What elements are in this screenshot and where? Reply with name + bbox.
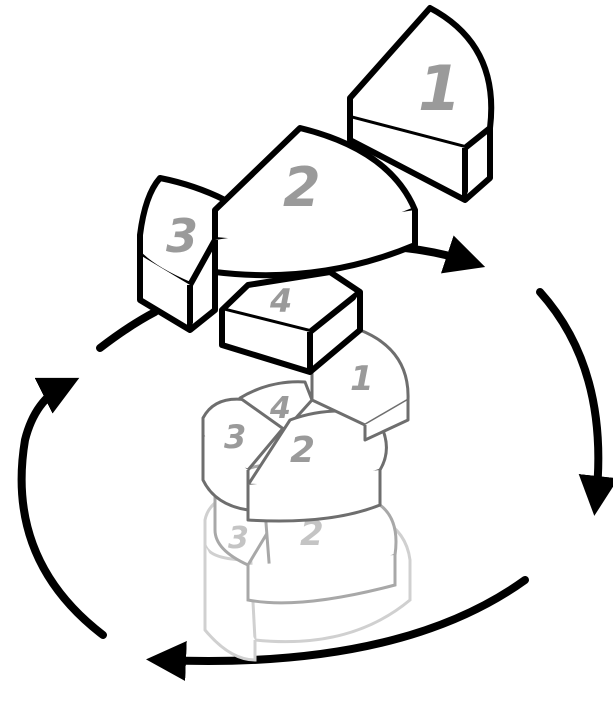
arrow-top-right (405, 248, 470, 262)
arrow-right (540, 292, 598, 500)
top-label-4: 4 (269, 282, 292, 320)
mid-label-2: 2 (290, 430, 315, 471)
mid-label-1: 1 (350, 359, 374, 399)
top-label-2: 2 (283, 156, 321, 219)
top-label-1: 1 (418, 52, 461, 125)
arrow-top-left (100, 312, 155, 348)
top-layer: 1 2 3 4 (140, 8, 491, 372)
low-label-3: 3 (228, 521, 249, 556)
mid-label-3: 3 (224, 418, 246, 456)
top-label-3: 3 (166, 209, 198, 263)
mid-label-4: 4 (269, 391, 291, 426)
arrow-left (22, 385, 103, 635)
